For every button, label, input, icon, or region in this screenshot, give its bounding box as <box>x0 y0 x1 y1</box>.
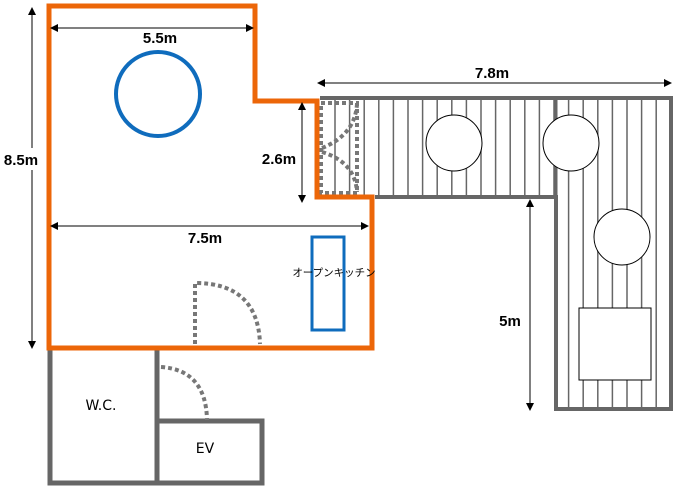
dim-step-height: 2.6m <box>262 151 296 168</box>
dim-total-height: 8.5m <box>4 152 38 169</box>
open-kitchen-label: オープンキッチン <box>292 267 375 279</box>
dim-deck-width: 7.8m <box>475 65 509 82</box>
table-3 <box>593 208 651 266</box>
wc-label: W.C. <box>86 398 117 414</box>
table-1 <box>425 114 483 172</box>
sofa <box>578 307 652 381</box>
round-table <box>114 50 202 138</box>
double-door <box>319 101 359 195</box>
dim-lower-width: 7.5m <box>188 230 222 247</box>
dim-top-width: 5.5m <box>143 30 177 47</box>
wc-door-swing <box>160 365 209 421</box>
entrance-door-swing <box>193 280 262 345</box>
room-outline <box>46 3 375 351</box>
dim-deck-height: 5m <box>499 313 521 330</box>
wc-ev-block <box>47 350 265 486</box>
ev-label: EV <box>196 441 215 457</box>
open-kitchen-counter <box>310 235 346 332</box>
table-2 <box>542 114 600 172</box>
terrace-deck <box>320 96 673 411</box>
